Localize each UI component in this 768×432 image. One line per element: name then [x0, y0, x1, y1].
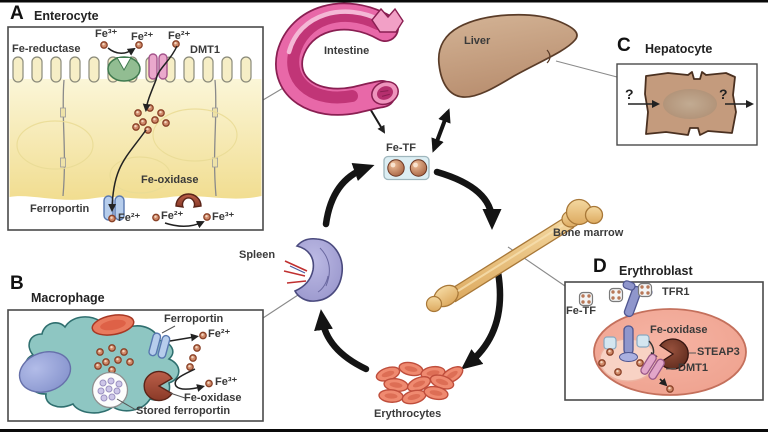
intestine-illustration — [275, 2, 404, 116]
stored-ferroportin-vesicle — [91, 371, 129, 409]
label-ferroportin-a: Ferroportin — [30, 203, 90, 215]
label-fetf-d: Fe-TF — [566, 305, 596, 317]
label-fe-reductase: Fe-reductase — [12, 43, 81, 55]
fe-oxidase-protein-a — [175, 193, 202, 208]
label-fe3-lumen: Fe³⁺ — [95, 28, 118, 40]
circulation-arrows — [314, 163, 504, 373]
label-dmt1-d: DMT1 — [678, 362, 708, 374]
cell-junctions — [62, 79, 217, 197]
bone-marrow-illustration — [425, 198, 604, 313]
ferroportin-channel-b — [148, 332, 171, 359]
arrow-reductase — [107, 47, 136, 56]
bottom-frame-bar — [0, 429, 768, 432]
label-stored-ferroportin: Stored ferroportin — [136, 405, 231, 417]
panel-d-title: Erythroblast — [619, 264, 693, 278]
arrow-dmt1-d — [658, 377, 668, 387]
panel-a-enterocyte — [7, 26, 264, 231]
label-fe3-plasma: Fe³⁺ — [212, 211, 235, 223]
panel-c-title: Hepatocyte — [645, 42, 713, 56]
panel-d-letter: D — [593, 256, 607, 277]
label-fe2-lumen-2: Fe²⁺ — [168, 30, 191, 42]
label-fe-oxidase-d: Fe-oxidase — [650, 324, 708, 336]
label-import-unknown: ? — [625, 86, 634, 102]
fe-reductase-protein — [107, 56, 141, 82]
steap3-protein — [659, 338, 689, 370]
liver-illustration — [437, 13, 578, 98]
top-frame-bar — [0, 0, 768, 3]
label-fe2-b: Fe²⁺ — [208, 328, 231, 340]
arrow-oxidase-a — [164, 220, 205, 229]
label-bone-marrow: Bone marrow — [553, 227, 624, 239]
arrow-ferroportin-b — [169, 333, 199, 342]
label-steap3: STEAP3 — [697, 346, 740, 358]
fetf-dice-free — [578, 291, 594, 307]
tfr1-receptor — [608, 280, 653, 318]
label-fe-oxidase-a: Fe-oxidase — [141, 174, 199, 186]
panel-c-letter: C — [617, 35, 631, 56]
label-fe2-exported: Fe²⁺ — [118, 212, 141, 224]
label-export-unknown: ? — [719, 86, 728, 102]
arrow-intestine-to-fetf — [368, 106, 386, 134]
macrophage-nucleus — [18, 351, 72, 393]
panel-a-title: Enterocyte — [34, 9, 99, 23]
panel-a-letter: A — [10, 3, 24, 24]
internalized-receptor — [603, 325, 650, 362]
fe-oxidase-protein-b — [143, 370, 173, 402]
label-erythrocytes: Erythrocytes — [374, 408, 442, 420]
arrow-erythrocytes-to-spleen — [314, 309, 370, 373]
arrow-dmt1-import — [142, 45, 178, 112]
spleen-illustration — [283, 237, 343, 302]
label-ferroportin-b: Ferroportin — [164, 313, 224, 325]
label-fe-oxidase-b: Fe-oxidase — [184, 392, 242, 404]
engulfed-erythrocyte — [91, 314, 135, 336]
arrow-spleen-to-fetf — [322, 163, 375, 228]
erythrocytes-illustration — [373, 359, 467, 407]
panel-b-title: Macrophage — [31, 291, 105, 305]
panel-b-letter: B — [10, 273, 24, 294]
arrow-fetf-to-bonemarrow — [433, 168, 502, 230]
label-fe2-lumen-1: Fe²⁺ — [131, 31, 154, 43]
hepatocyte-nucleus — [663, 89, 717, 119]
fetf-molecule — [383, 155, 430, 181]
label-dmt1-a: DMT1 — [190, 44, 220, 56]
label-fetf-plasma: Fe-TF — [386, 142, 416, 154]
label-fe3-b: Fe³⁺ — [215, 376, 238, 388]
dmt1-channel-d — [640, 353, 665, 380]
label-tfr1: TFR1 — [662, 286, 690, 298]
panel-c-hepatocyte — [616, 63, 758, 146]
arrow-liver-fetf-bidirectional — [431, 108, 451, 153]
arrow-oxidase-b — [174, 368, 205, 392]
label-intestine: Intestine — [324, 45, 370, 57]
panel-b-macrophage — [7, 309, 264, 422]
label-liver: Liver — [464, 35, 491, 47]
arrow-ferroportin-export — [108, 129, 147, 212]
label-fe2-plasma: Fe²⁺ — [161, 210, 184, 222]
arrow-bonemarrow-to-erythrocytes — [460, 268, 504, 370]
panel-d-erythroblast — [564, 280, 764, 401]
label-spleen: Spleen — [239, 249, 276, 261]
